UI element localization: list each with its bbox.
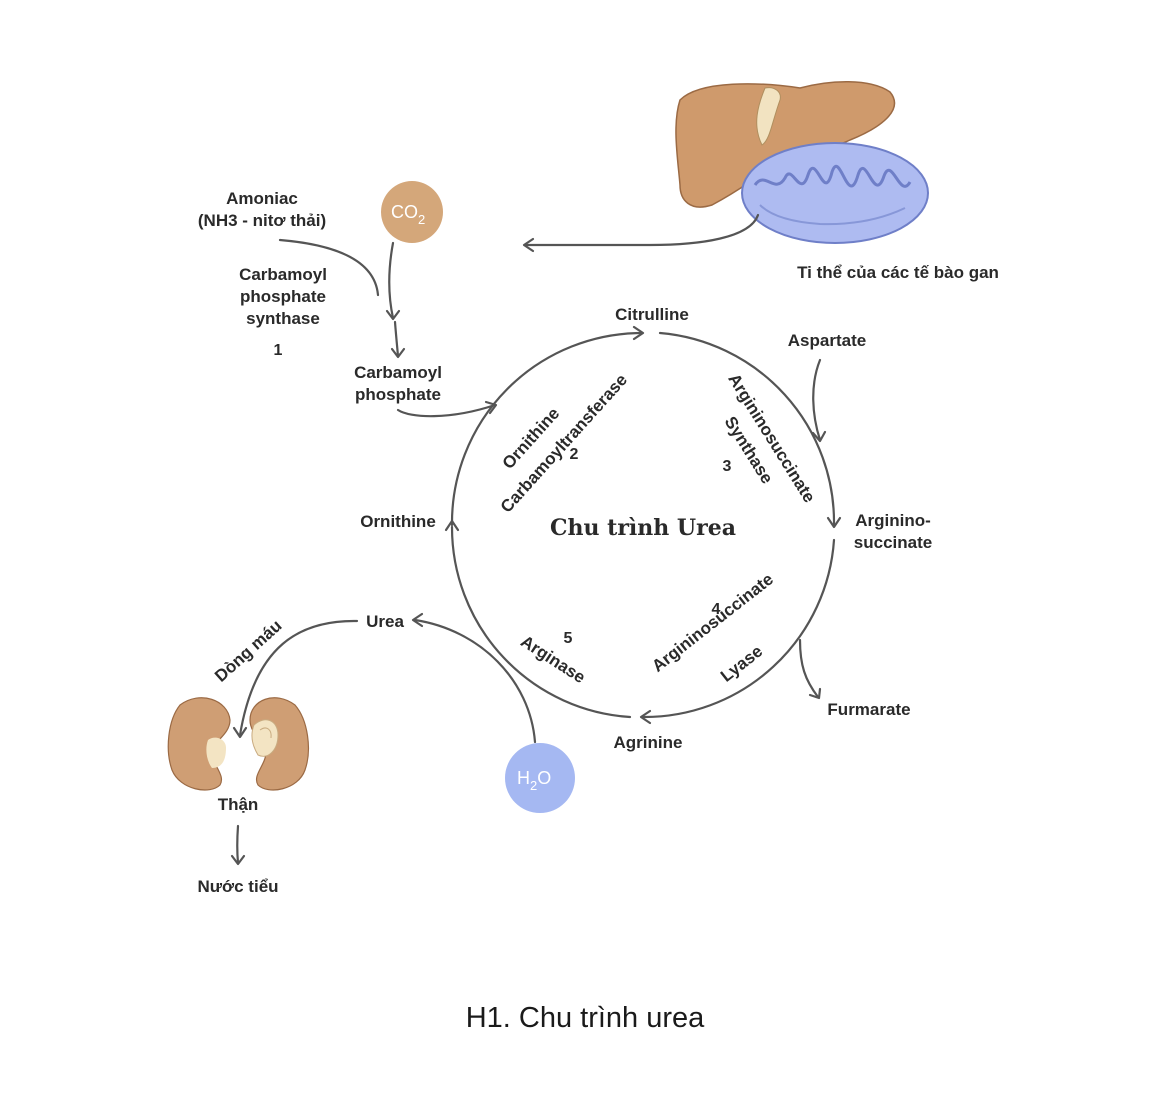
co2-subscript: 2 [418, 212, 425, 227]
aspartate-label: Aspartate [788, 331, 866, 350]
urea-label: Urea [366, 612, 404, 631]
mitochondrion-illustration: Ti thể của các tế bào gan [522, 142, 999, 282]
ammonia-label: Amoniac [226, 189, 298, 208]
argininosuccinate-label-1: Arginino- [855, 511, 931, 530]
kidneys-illustration [167, 697, 310, 791]
co2-icon [381, 181, 443, 243]
ass-number: 3 [723, 458, 732, 475]
h2o-label: H [517, 768, 530, 788]
h2o-to-urea-arrow [413, 618, 537, 744]
svg-text:H2O: H2O [517, 768, 551, 793]
citrulline-label: Citrulline [615, 305, 689, 324]
arginine-label: Agrinine [614, 733, 683, 752]
ornithine-label: Ornithine [360, 512, 436, 531]
carbamoyl-phosphate-label-2: phosphate [355, 385, 441, 404]
argininosuccinate-label-2: succinate [854, 533, 932, 552]
cycle-arc-argininosuccinate-arginine [640, 538, 836, 719]
cps-number: 1 [274, 342, 283, 359]
carbamoyl-phosphate-arrow [396, 403, 497, 418]
arginase-number: 5 [564, 630, 573, 647]
asl-number: 4 [712, 601, 721, 618]
cps-label-2: phosphate [240, 287, 326, 306]
fumarate-label: Furmarate [827, 700, 910, 719]
blood-flow-arrow [238, 619, 359, 737]
cycle-arc-arginine-ornithine [450, 525, 632, 719]
urine-label: Nước tiểu [197, 877, 278, 896]
figure-caption: H1. Chu trình urea [466, 1002, 705, 1034]
inputs-group: Amoniac (NH3 - nitơ thải) CO2 Carbamoyl … [198, 181, 498, 418]
co2-arrow [388, 241, 395, 320]
cristae-icon [753, 164, 912, 188]
mitochondria-pointer-arrow [523, 213, 760, 247]
cycle-arc-citrulline-argininosuccinate [658, 331, 836, 527]
kidney-to-urine-arrow [236, 824, 240, 865]
aspartate-arrow [812, 358, 822, 442]
liver-mitochondria-label: Ti thể của các tế bào gan [797, 263, 999, 282]
cps-label-1: Carbamoyl [239, 265, 327, 284]
gallbladder-icon [756, 87, 781, 146]
carbamoyl-phosphate-label-1: Carbamoyl [354, 363, 442, 382]
otc-number: 2 [570, 446, 579, 463]
cycle-ring [444, 325, 842, 725]
kidney-label: Thận [218, 795, 259, 814]
mitochondrion-icon [741, 142, 929, 244]
h2o-label-end: O [537, 768, 551, 788]
ammonia-arrow [278, 238, 380, 297]
h2o-subscript: 2 [530, 778, 537, 793]
cycle-title: Chu trình Urea [550, 515, 736, 541]
co2-label: CO [391, 202, 418, 222]
fumarate-arrow [798, 638, 820, 699]
ammonia-formula-label: (NH3 - nitơ thải) [198, 211, 326, 230]
cycle-arc-ornithine-citrulline [450, 331, 644, 527]
svg-text:CO2: CO2 [391, 202, 425, 227]
h2o-icon [505, 743, 575, 813]
cps-label-3: synthase [246, 309, 320, 328]
